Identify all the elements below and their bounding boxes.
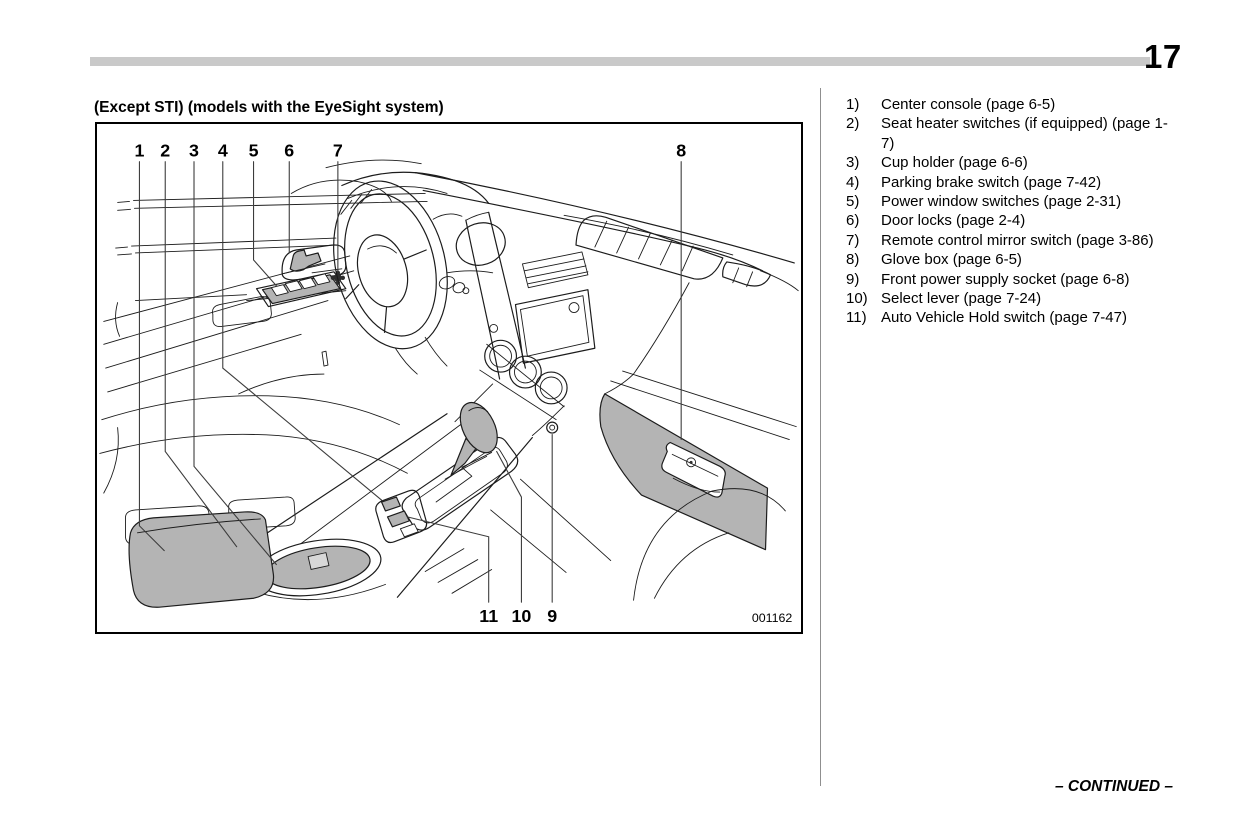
callout-label-8: 8	[676, 141, 686, 161]
figure-frame: 1 2 3 4 5 6 7 8 11 10 9 001162	[95, 122, 803, 634]
cup-holder	[254, 538, 386, 601]
legend-item-number: 1)	[846, 96, 860, 113]
continued-label: – CONTINUED –	[1055, 778, 1173, 795]
legend: 1) Center console (page 6-5) 2) Seat hea…	[846, 95, 1186, 328]
callout-label-4: 4	[218, 141, 228, 161]
steering-wheel	[333, 180, 448, 375]
interior-diagram: 1 2 3 4 5 6 7 8 11 10 9 001162	[99, 141, 799, 626]
legend-item-6: 6) Door locks (page 2-4)	[846, 211, 1186, 230]
parking-brake-avh-switches	[375, 489, 428, 544]
legend-item-text: Auto Vehicle Hold switch (page 7-47)	[881, 309, 1127, 327]
column-divider	[820, 88, 821, 786]
page-number: 17	[1144, 38, 1182, 75]
legend-item-text: Parking brake switch (page 7-42)	[881, 173, 1102, 191]
legend-item-4: 4) Parking brake switch (page 7-42)	[846, 173, 1186, 192]
legend-item-number: 2)	[846, 115, 860, 133]
header-rule	[90, 57, 1150, 66]
avh-switch	[386, 510, 410, 528]
legend-item-number: 3)	[846, 154, 860, 172]
air-vents	[575, 215, 772, 288]
legend-item-number: 10)	[846, 290, 868, 308]
legend-item-3: 3) Cup holder (page 6-6)	[846, 153, 1186, 172]
legend-item-7: 7) Remote control mirror switch (page 3-…	[846, 231, 1186, 250]
legend-item-number: 9)	[846, 270, 860, 288]
legend-item-number: 6)	[846, 212, 860, 230]
power-socket	[546, 421, 559, 434]
callout-label-11: 11	[479, 606, 498, 626]
callout-label-3: 3	[189, 141, 199, 161]
legend-item-text: Door locks (page 2-4)	[881, 212, 1026, 230]
center-console-armrest	[128, 511, 275, 608]
legend-item-text: Seat heater switches (if equipped) (page…	[881, 115, 1168, 152]
callout-label-1: 1	[134, 141, 144, 161]
legend-item-text: Glove box (page 6-5)	[881, 251, 1022, 269]
section-heading: (Except STI) (models with the EyeSight s…	[94, 99, 444, 116]
legend-item-5: 5) Power window switches (page 2-31)	[846, 192, 1186, 211]
legend-item-number: 5)	[846, 193, 860, 211]
passenger-seat-floor	[424, 478, 786, 601]
center-stack	[454, 211, 596, 436]
glove-box	[599, 370, 797, 551]
leader-lines	[138, 161, 682, 603]
legend-item-number: 7)	[846, 231, 860, 249]
legend-item-text: Cup holder (page 6-6)	[881, 154, 1028, 172]
hvac-knobs	[484, 339, 568, 405]
legend-item-9: 9) Front power supply socket (page 6-8)	[846, 270, 1186, 289]
legend-item-text: Power window switches (page 2-31)	[881, 193, 1122, 211]
legend-item-number: 11)	[846, 309, 867, 327]
figure-code: 001162	[752, 611, 793, 625]
legend-item-text: Center console (page 6-5)	[881, 96, 1056, 113]
callout-label-6: 6	[284, 141, 294, 161]
callout-label-7: 7	[333, 141, 343, 161]
mirror-switch	[330, 270, 346, 285]
legend-item-2: 2) Seat heater switches (if equipped) (p…	[846, 114, 1186, 153]
display-screen	[514, 289, 596, 364]
legend-item-10: 10) Select lever (page 7-24)	[846, 289, 1186, 308]
legend-item-text: Select lever (page 7-24)	[881, 290, 1042, 308]
legend-item-text: Remote control mirror switch (page 3-86)	[881, 231, 1154, 249]
legend-item-number: 4)	[846, 173, 860, 191]
parking-brake-switch	[380, 496, 401, 512]
legend-item-number: 8)	[846, 251, 860, 269]
legend-item-11: 11) Auto Vehicle Hold switch (page 7-47)	[846, 308, 1186, 327]
legend-item-text: Front power supply socket (page 6-8)	[881, 270, 1130, 288]
callout-label-9: 9	[547, 606, 557, 626]
callout-label-10: 10	[512, 606, 532, 626]
select-lever	[401, 401, 519, 531]
callout-label-5: 5	[249, 141, 259, 161]
legend-item-8: 8) Glove box (page 6-5)	[846, 250, 1186, 269]
callout-label-2: 2	[160, 141, 170, 161]
legend-item-1: 1) Center console (page 6-5)	[846, 95, 1186, 114]
driver-seat	[99, 373, 408, 494]
